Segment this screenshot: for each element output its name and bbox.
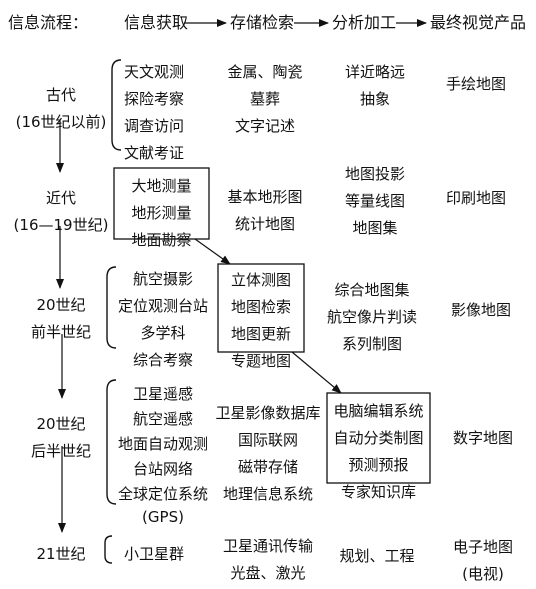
era-modern: 近代(16—19世纪) [13,189,109,234]
bracket-21c [104,535,113,564]
acquire-ancient: 天文观测探险考察 调查访问文献考证 [124,63,185,162]
stage-store-header: 存储检索 [230,13,295,32]
stage-analyze-header: 分析加工 [332,13,397,32]
diag-arrow-2 [291,351,342,394]
era-21c: 21世纪 [36,545,86,563]
bracket-20c-second [106,379,117,505]
flow-label: 信息流程： [8,13,89,32]
stage-product-header: 最终视觉产品 [430,13,527,32]
store-21c: 卫星通讯传输光盘、激光 [222,537,313,582]
bracket-20c-first [106,266,117,349]
analyze-20c-second-half: 电脑编辑系统自动分类制图 预测预报专家知识库 [333,402,424,501]
store-20c-first-half: 立体测图地图检索 地图更新专题地图 [230,271,291,370]
box-20c-analyze [326,392,431,484]
analyze-modern: 地图投影等量线图地图集 [344,165,405,237]
product-ancient: 手绘地图 [445,75,506,93]
product-modern: 印刷地图 [445,189,506,207]
analyze-ancient: 详近略远抽象 [344,63,405,108]
era-20c-second-half: 20世纪后半世纪 [30,415,91,460]
box-modern-acquire [113,167,210,240]
store-modern: 基本地形图统计地图 [227,188,303,233]
product-20c-second-half: 数字地图 [452,429,513,447]
acquire-modern: 大地测量地形测量地面勘察 [131,177,192,249]
box-20c-store [217,263,305,353]
stage-acquire-header: 信息获取 [124,13,189,32]
acquire-21c: 小卫星群 [124,545,185,563]
analyze-20c-first-half: 综合地图集航空像片判读系列制图 [326,281,417,353]
bracket-ancient [111,59,122,151]
acquire-20c-second-half: 卫星遥感航空遥感 地面自动观测台站网络 全球定位系统(GPS) [117,385,208,526]
product-20c-first-half: 影像地图 [450,301,511,319]
store-20c-second-half: 卫星影像数据库国际联网 磁带存储地理信息系统 [215,404,321,503]
acquire-20c-first-half: 航空摄影定位观测台站 多学科综合考察 [117,270,208,369]
diag-arrow-1 [194,238,231,265]
era-20c-first-half: 20世纪前半世纪 [30,296,91,341]
product-21c: 电子地图(电视) [452,538,513,583]
analyze-21c: 规划、工程 [339,547,415,565]
store-ancient: 金属、陶瓷墓葬文字记述 [227,63,303,135]
era-ancient: 古代(16世纪以前) [15,86,107,131]
